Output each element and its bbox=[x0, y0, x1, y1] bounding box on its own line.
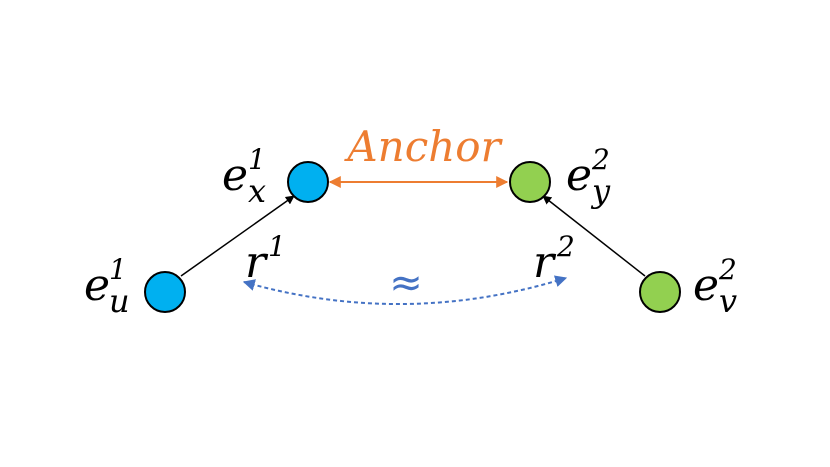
edge-r1 bbox=[180, 195, 295, 277]
label-r1: r 1 bbox=[245, 230, 286, 288]
node-e-u bbox=[144, 271, 186, 313]
anchor-label: Anchor bbox=[343, 122, 503, 171]
label-r2: r 2 bbox=[533, 230, 575, 288]
svg-text:v: v bbox=[719, 282, 737, 320]
svg-text:e: e bbox=[222, 150, 248, 201]
node-e-x bbox=[287, 161, 329, 203]
label-e-y: e 2 y bbox=[566, 143, 611, 210]
node-e-v bbox=[639, 271, 681, 313]
svg-text:r: r bbox=[245, 237, 269, 288]
svg-text:e: e bbox=[693, 260, 719, 311]
svg-text:y: y bbox=[590, 172, 611, 210]
approx-symbol: ≈ bbox=[389, 260, 423, 306]
label-e-u: e 1 u bbox=[84, 253, 130, 320]
svg-text:1: 1 bbox=[248, 143, 266, 176]
svg-text:u: u bbox=[109, 282, 130, 320]
svg-text:1: 1 bbox=[268, 230, 286, 263]
svg-text:2: 2 bbox=[591, 143, 610, 176]
similarity-arc bbox=[242, 275, 568, 306]
svg-text:r: r bbox=[533, 237, 557, 288]
node-e-y bbox=[509, 161, 551, 203]
svg-text:2: 2 bbox=[556, 230, 575, 263]
svg-text:2: 2 bbox=[718, 253, 737, 286]
label-e-x: e 1 x bbox=[222, 143, 266, 210]
svg-text:x: x bbox=[248, 172, 266, 210]
edge-r2 bbox=[542, 195, 646, 277]
svg-text:1: 1 bbox=[109, 253, 127, 286]
svg-text:e: e bbox=[566, 150, 592, 201]
label-e-v: e 2 v bbox=[693, 253, 737, 320]
svg-text:e: e bbox=[84, 260, 110, 311]
